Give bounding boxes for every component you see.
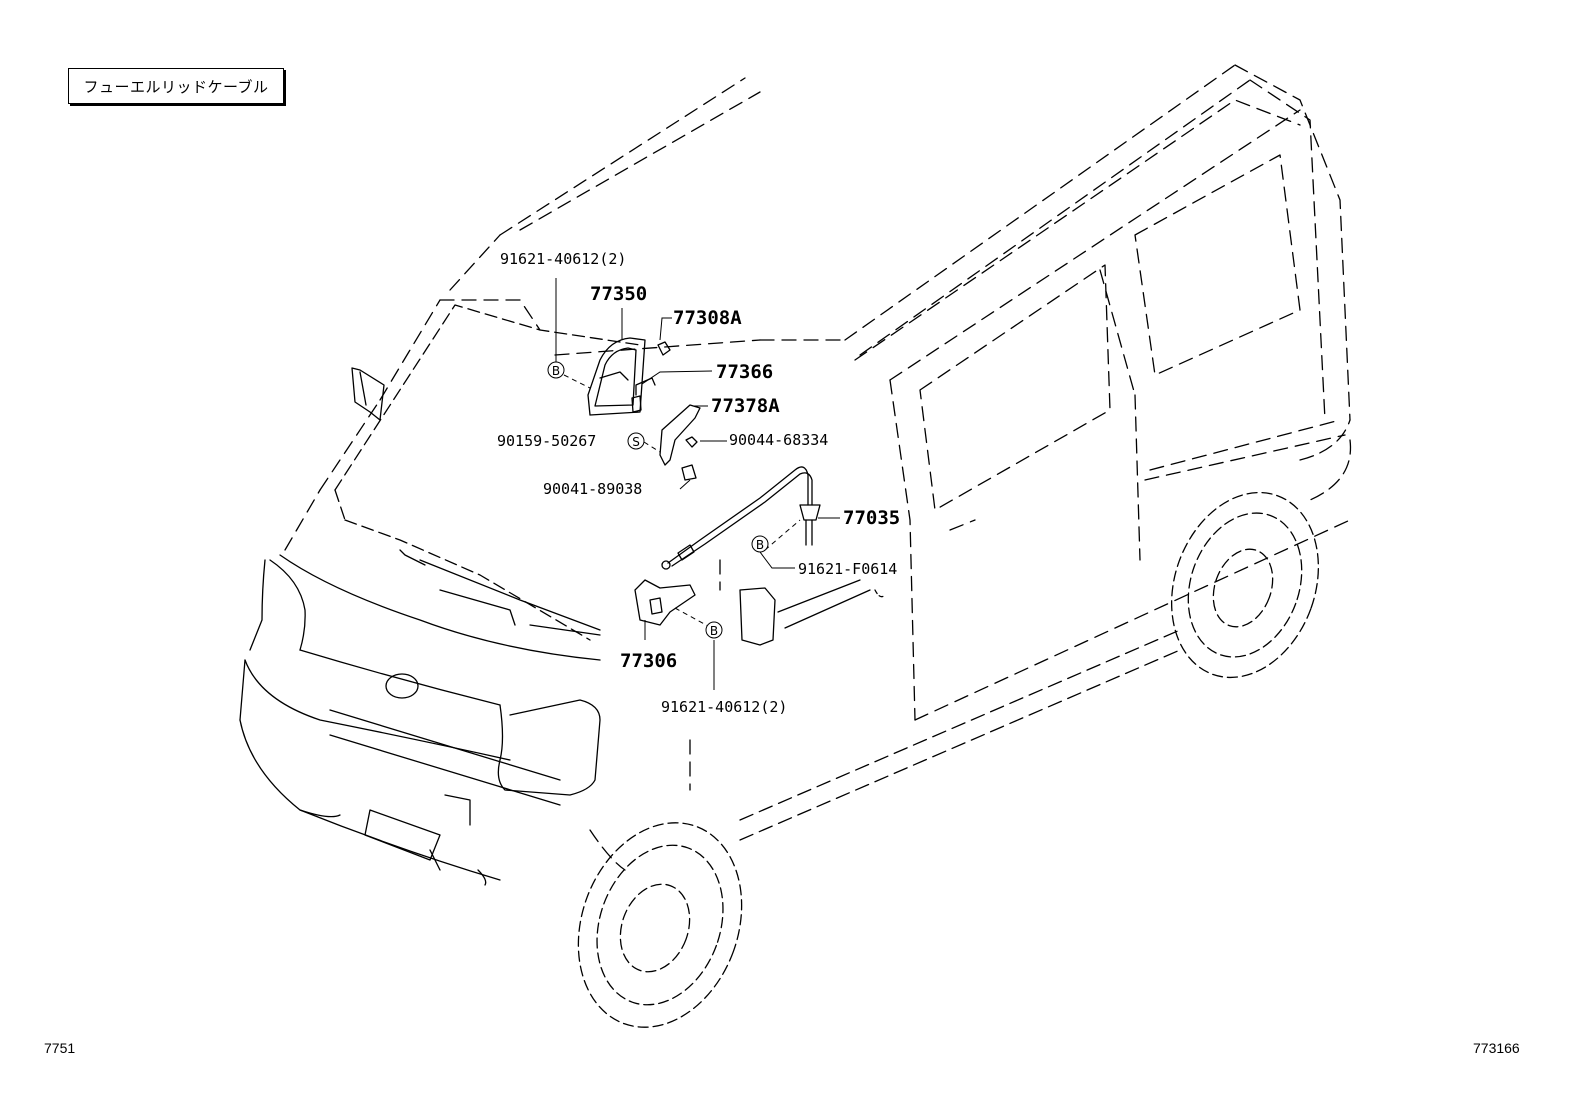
windshield-outline xyxy=(334,304,641,641)
part-77035-cable xyxy=(661,466,821,570)
diagram-title: フューエルリッドケーブル xyxy=(68,68,284,104)
front-wheel xyxy=(577,822,743,1028)
part-77350-hinge-bracket xyxy=(587,337,646,416)
part-label-90041-89038[interactable]: 90041-89038 xyxy=(543,480,643,498)
screw-marker-icon: S xyxy=(627,432,645,450)
part-label-77035[interactable]: 77035 xyxy=(843,507,901,529)
svg-text:B: B xyxy=(756,538,764,552)
part-label-90044-68334[interactable]: 90044-68334 xyxy=(729,431,829,449)
bolt-marker-right-icon: B xyxy=(751,535,769,553)
svg-text:B: B xyxy=(552,364,560,378)
fuel-lid-area xyxy=(739,579,886,646)
part-label-77306[interactable]: 77306 xyxy=(620,650,678,672)
part-90044-68334-bolt xyxy=(685,436,698,448)
part-label-77350[interactable]: 77350 xyxy=(590,283,648,305)
part-77306-opener xyxy=(634,579,696,626)
part-label-77308A[interactable]: 77308A xyxy=(673,307,742,329)
part-77378A-lever xyxy=(659,404,701,466)
part-label-91621-40612-top[interactable]: 91621-40612(2) xyxy=(500,250,627,268)
svg-text:B: B xyxy=(710,624,718,638)
van-body-dashed-outline xyxy=(284,64,1351,791)
footer-left-code: 7751 xyxy=(44,1040,76,1056)
part-label-91621-F0614[interactable]: 91621-F0614 xyxy=(798,560,898,578)
part-label-77366[interactable]: 77366 xyxy=(716,361,774,383)
part-90041-89038-pad xyxy=(681,464,697,481)
side-mirror xyxy=(351,367,385,421)
part-label-90159-50267[interactable]: 90159-50267 xyxy=(497,432,597,450)
part-label-91621-40612-bottom[interactable]: 91621-40612(2) xyxy=(661,698,788,716)
bolt-marker-top-icon: B xyxy=(547,361,565,379)
part-77366-spring xyxy=(631,377,656,413)
rear-wheel xyxy=(1170,491,1320,679)
bolt-marker-bottom-icon: B xyxy=(705,621,723,639)
part-label-77378A[interactable]: 77378A xyxy=(711,395,780,417)
lower-body xyxy=(589,419,1352,871)
van-front-solid xyxy=(239,549,601,886)
svg-text:S: S xyxy=(632,435,640,449)
part-77308A-clip xyxy=(657,341,671,356)
footer-right-code: 773166 xyxy=(1473,1040,1520,1056)
